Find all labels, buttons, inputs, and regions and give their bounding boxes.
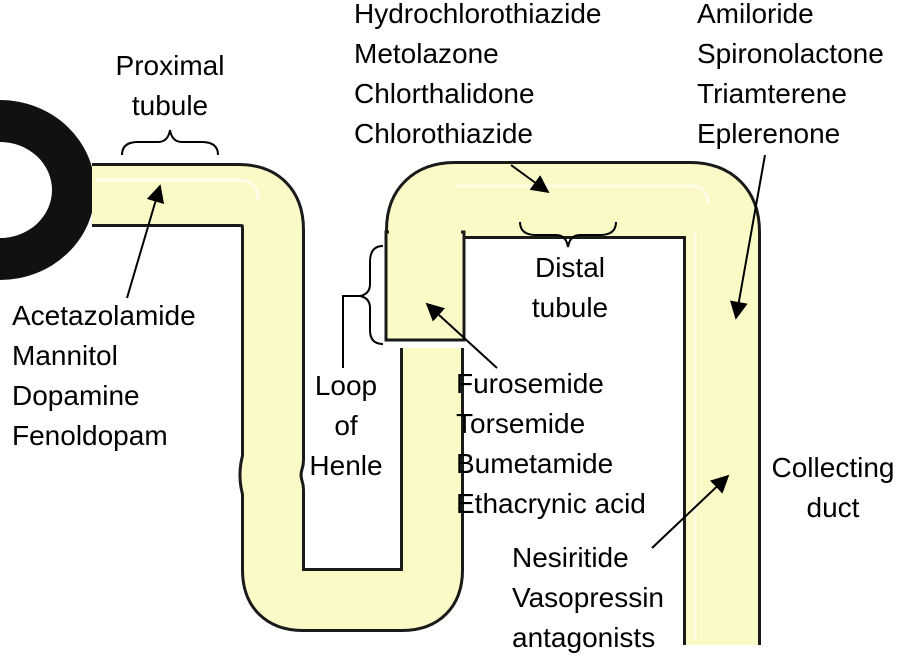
drug-name: Triamterene <box>697 78 847 109</box>
drug-name: Vasopressin <box>512 582 665 613</box>
drug-name: Acetazolamide <box>12 300 196 331</box>
drug-name: Chlorothiazide <box>354 118 533 149</box>
label-line: Loop <box>314 370 378 401</box>
proximal-drugs-arrow <box>126 184 165 299</box>
loop-of-henle-pointer-line <box>342 295 360 368</box>
distal-tubule-fill <box>388 164 758 645</box>
tubule <box>92 161 761 645</box>
label-line: of <box>334 410 358 441</box>
label-line: Collecting <box>771 452 895 483</box>
label-line: duct <box>806 492 860 523</box>
drug-name: Hydrochlorothiazide <box>354 0 602 29</box>
proximal-tubule-label: Proximal tubule <box>100 46 240 126</box>
drug-name: Eplerenone <box>697 118 841 149</box>
loop-of-henle-label: Loop of Henle <box>296 366 396 486</box>
potassium-sparing-arrow <box>729 154 766 320</box>
proximal-tubule-brace <box>121 129 219 156</box>
drug-name: Spironolactone <box>697 38 884 69</box>
drug-name: Furosemide <box>456 368 604 399</box>
potassium-sparing-drug-list: Amiloride Spironolactone Triamterene Epl… <box>697 0 884 154</box>
drug-name: Mannitol <box>12 340 118 371</box>
drug-name: Dopamine <box>12 380 140 411</box>
label-line: Proximal <box>115 50 225 81</box>
drug-name: Bumetamide <box>456 448 614 479</box>
label-line: tubule <box>531 292 609 323</box>
collecting-duct-label: Collecting duct <box>758 448 908 528</box>
drug-name: Metolazone <box>354 38 499 69</box>
loop-of-henle-brace <box>359 245 384 345</box>
bowmans-capsule <box>0 100 95 280</box>
drug-name: Nesiritide <box>512 542 629 573</box>
label-line: Henle <box>309 450 383 481</box>
label-line: Distal <box>534 252 605 283</box>
collecting-duct-drug-list: Nesiritide Vasopressin antagonists <box>512 538 664 658</box>
tubule-fill <box>92 166 461 629</box>
thiazide-drug-list: Hydrochlorothiazide Metolazone Chlorthal… <box>354 0 601 154</box>
drug-name: antagonists <box>512 622 656 653</box>
drug-name: Amiloride <box>697 0 814 29</box>
loop-diuretic-arrow <box>425 302 498 369</box>
drug-name: Torsemide <box>456 408 586 439</box>
label-line: tubule <box>131 90 209 121</box>
drug-name: Chlorthalidone <box>354 78 535 109</box>
distal-tubule-brace <box>519 221 617 248</box>
proximal-drug-list: Acetazolamide Mannitol Dopamine Fenoldop… <box>12 296 196 456</box>
thick-ascending-limb <box>384 230 466 342</box>
drug-name: Ethacrynic acid <box>456 488 646 519</box>
loop-diuretic-drug-list: Furosemide Torsemide Bumetamide Ethacryn… <box>456 364 646 524</box>
drug-name: Fenoldopam <box>12 420 168 451</box>
collecting-duct-drugs-arrow <box>651 474 730 549</box>
distal-tubule-label: Distal tubule <box>510 248 630 328</box>
thiazide-arrow <box>510 164 550 194</box>
